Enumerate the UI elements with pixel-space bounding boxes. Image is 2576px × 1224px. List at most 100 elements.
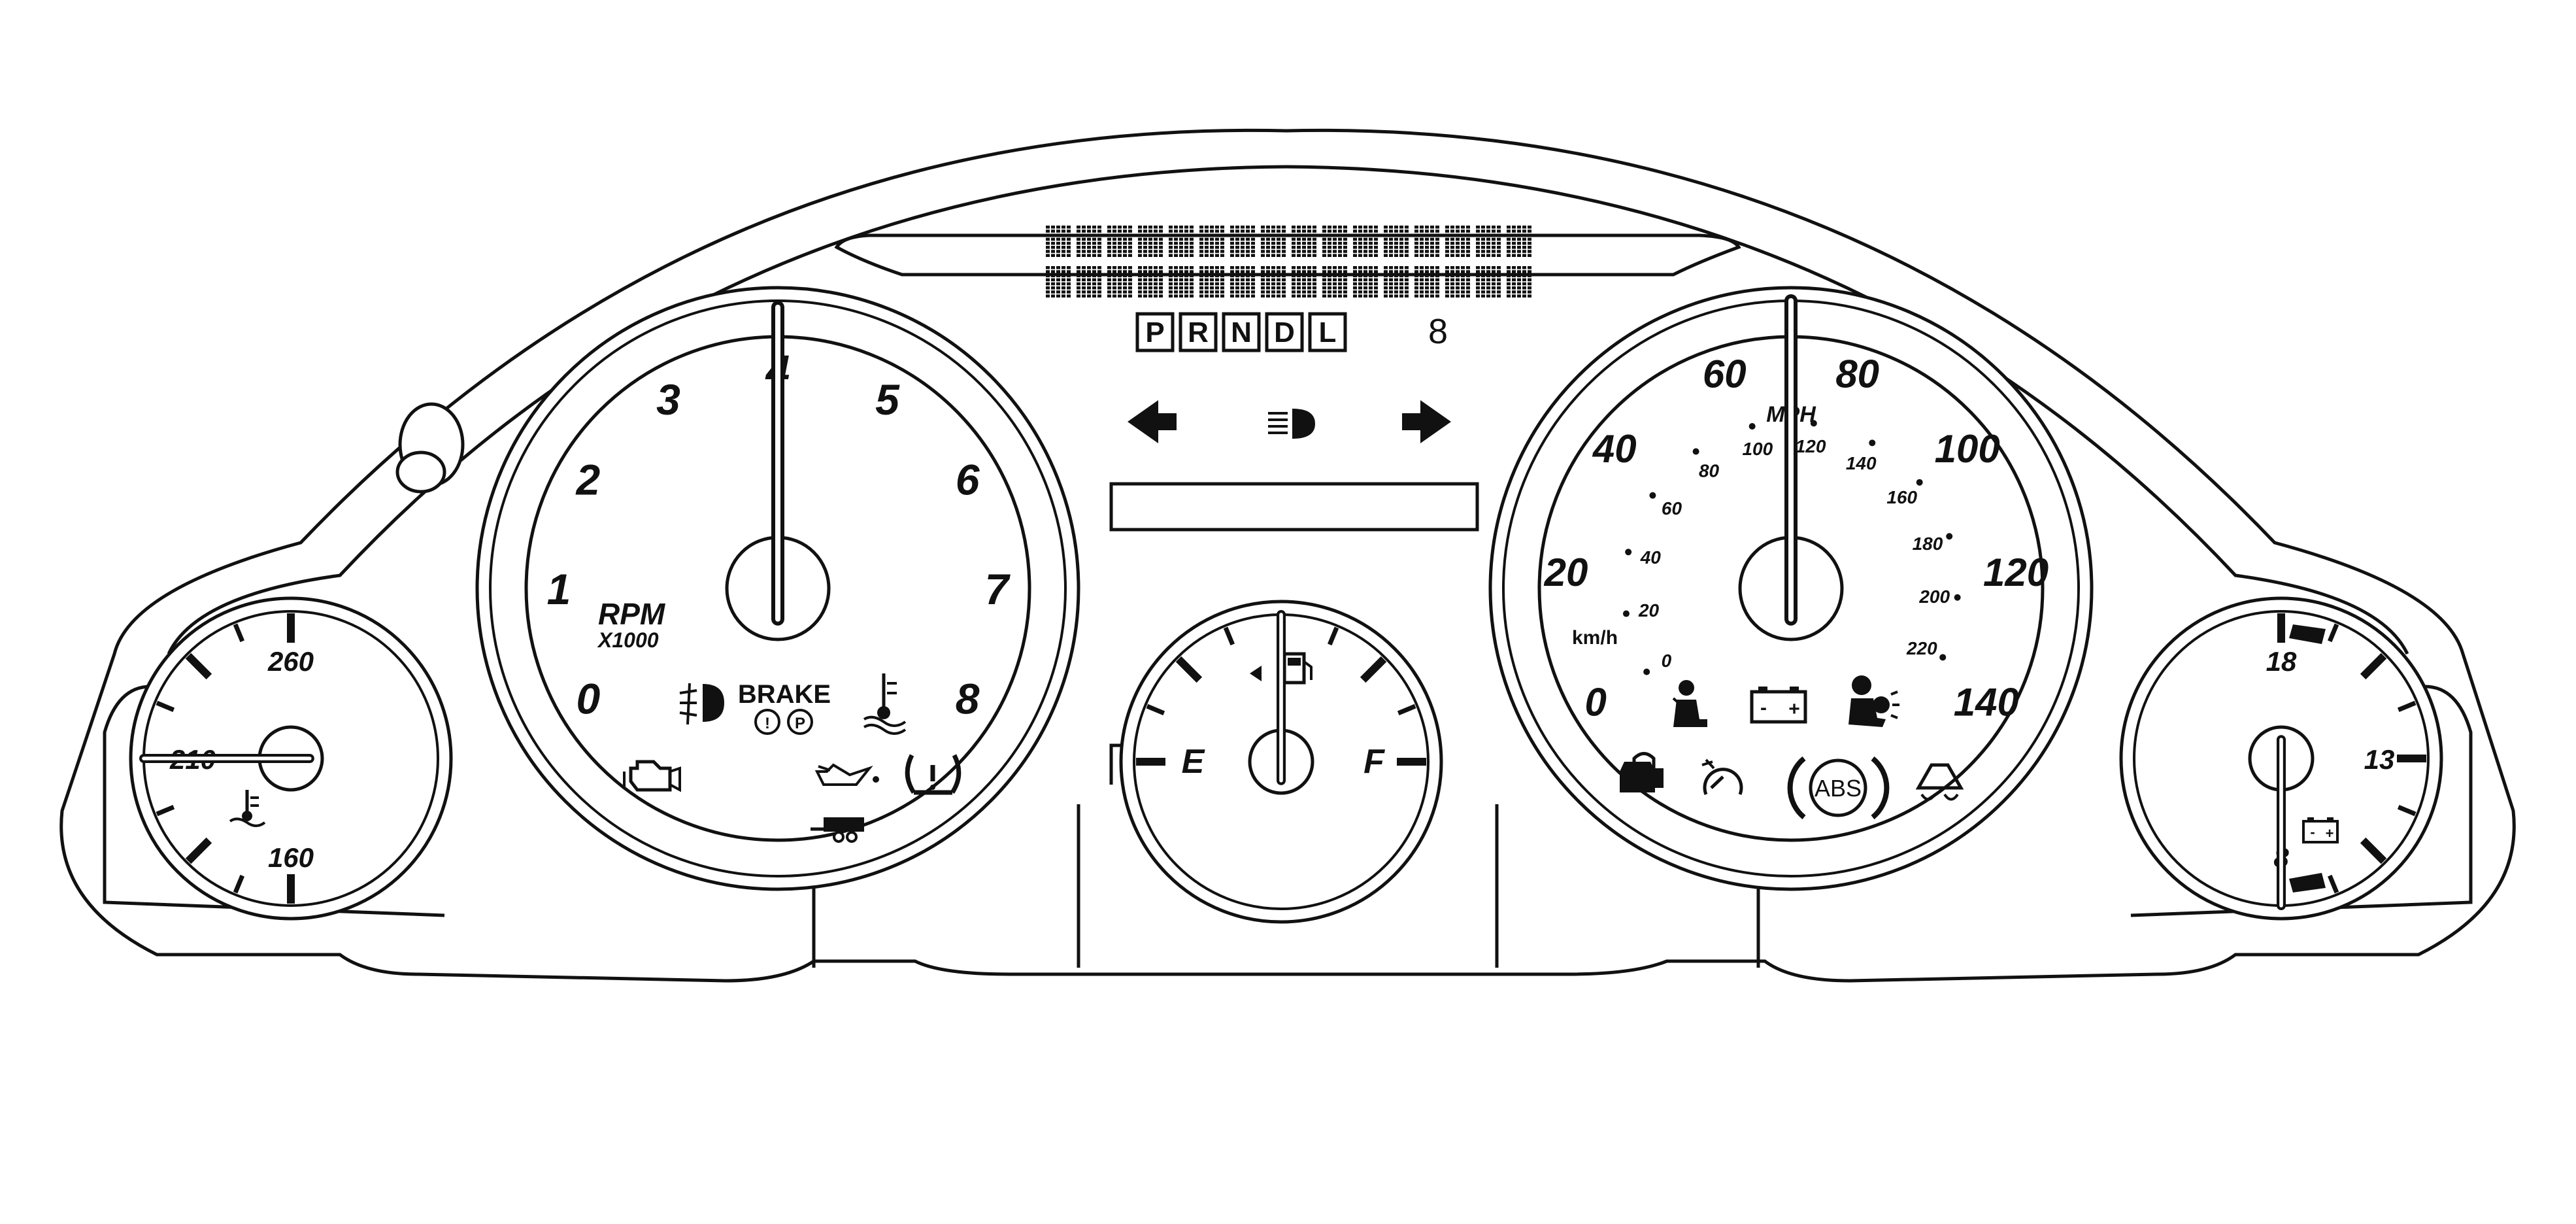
svg-text:P: P (795, 715, 805, 732)
kmh-dot (1692, 448, 1699, 455)
fuel-pump-icon (1250, 652, 1313, 685)
battery-minus: - (1760, 697, 1767, 719)
dot-matrix-display (1046, 226, 1531, 298)
trailer-icon (811, 817, 864, 843)
abs-icon: ABS (1787, 756, 1890, 820)
speed-unit-kmh: km/h (1572, 627, 1618, 649)
brake-warning-icon: BRAKE ! P (738, 680, 831, 735)
brake-label: BRAKE (738, 680, 831, 709)
gauge-tick (156, 700, 175, 712)
high-beam-icon (1268, 409, 1315, 439)
kmh-dot (1748, 423, 1756, 430)
fuel-gauge: E F (1109, 600, 1443, 924)
gauge-tick (1175, 656, 1203, 683)
check-engine-icon (623, 760, 681, 792)
kmh-dot (1622, 610, 1630, 617)
fuel-full-label: F (1363, 743, 1385, 781)
gear-letter: P (1145, 316, 1164, 348)
svg-text:!: ! (765, 715, 770, 732)
gauge-tick (1223, 626, 1235, 646)
gauge-tick (2397, 805, 2417, 817)
kmh-label: 60 (1662, 498, 1682, 518)
gauge-tick (233, 623, 244, 643)
temp-coolant-icon (229, 790, 266, 827)
cruise-control-icon (1701, 758, 1743, 795)
kmh-dot (1643, 668, 1650, 675)
turn-left-arrow-icon (1128, 400, 1177, 443)
tach-label: 1 (547, 565, 571, 613)
mph-label: 20 (1544, 551, 1588, 594)
volt-label: 18 (2266, 646, 2297, 677)
temperature-gauge: 160210260 (129, 596, 453, 921)
battery-plus: + (1788, 698, 1800, 720)
temp-label: 260 (267, 646, 314, 677)
gauge-tick (2360, 837, 2387, 864)
gauge-tick (2397, 700, 2417, 712)
mph-label: 120 (1983, 551, 2049, 594)
oil-pressure-icon (814, 763, 879, 786)
gear-box (1135, 312, 1175, 352)
kmh-label: 160 (1886, 487, 1917, 507)
seatbelt-icon (1672, 680, 1707, 727)
volt-label: 13 (2364, 744, 2395, 775)
volt-battery-minus: - (2310, 824, 2315, 840)
gauge-tick (156, 805, 175, 817)
mph-label: 80 (1835, 352, 1879, 396)
volt-low-zone (2289, 873, 2326, 892)
tire-pressure-icon (905, 754, 962, 795)
tach-label: 3 (656, 375, 680, 424)
gauge-tick (1146, 704, 1165, 715)
tach-label: 5 (875, 375, 900, 424)
kmh-dot (1649, 492, 1656, 499)
gear-box (1265, 312, 1304, 352)
kmh-label: 80 (1699, 460, 1720, 481)
mph-label: 100 (1935, 427, 2000, 471)
volt-high-zone (2289, 624, 2326, 644)
gauge-tick (233, 874, 244, 894)
battery-icon: - + (1750, 687, 1807, 724)
tach-label: 6 (956, 456, 980, 504)
coolant-temperature-icon (863, 673, 907, 735)
gauge-tick (2328, 874, 2339, 894)
kmh-dot (1869, 439, 1876, 447)
security-icon (1620, 752, 1664, 792)
abs-label: ABS (1815, 775, 1862, 802)
volt-needle (2248, 725, 2315, 910)
kmh-label: 200 (1918, 586, 1950, 607)
kmh-dot (1916, 479, 1923, 486)
gauge-tick (185, 653, 212, 680)
kmh-dot (1946, 533, 1953, 540)
kmh-dot (1625, 549, 1632, 556)
voltmeter: 81318 - + (2119, 596, 2443, 921)
tach-label: 0 (577, 675, 601, 723)
tach-unit: RPM (598, 597, 666, 631)
kmh-label: 180 (1913, 534, 1943, 554)
tach-needle (725, 301, 831, 641)
speed-needle (1738, 294, 1844, 641)
kmh-label: 140 (1846, 453, 1877, 473)
mph-label: 140 (1954, 681, 2019, 724)
volt-battery-plus: + (2326, 825, 2334, 842)
kmh-label: 0 (1662, 651, 1672, 671)
gauge-tick (2328, 623, 2339, 643)
kmh-label: 120 (1796, 436, 1826, 456)
gear-letter: L (1319, 316, 1337, 348)
kmh-dot (1810, 420, 1817, 427)
mph-label: 60 (1703, 352, 1747, 396)
kmh-label: 220 (1906, 638, 1937, 658)
airbag-icon (1848, 675, 1899, 727)
gear-letter: D (1274, 316, 1295, 348)
gauge-tick (1360, 656, 1387, 683)
kmh-dot (1939, 654, 1947, 661)
fog-lamp-icon (679, 683, 724, 725)
knob-inner (395, 450, 446, 494)
gauge-tick (1397, 704, 1416, 715)
mph-label: 40 (1592, 427, 1637, 471)
traction-control-icon (1915, 763, 1964, 801)
fuel-needle (1248, 610, 1314, 795)
kmh-label: 20 (1638, 600, 1660, 620)
